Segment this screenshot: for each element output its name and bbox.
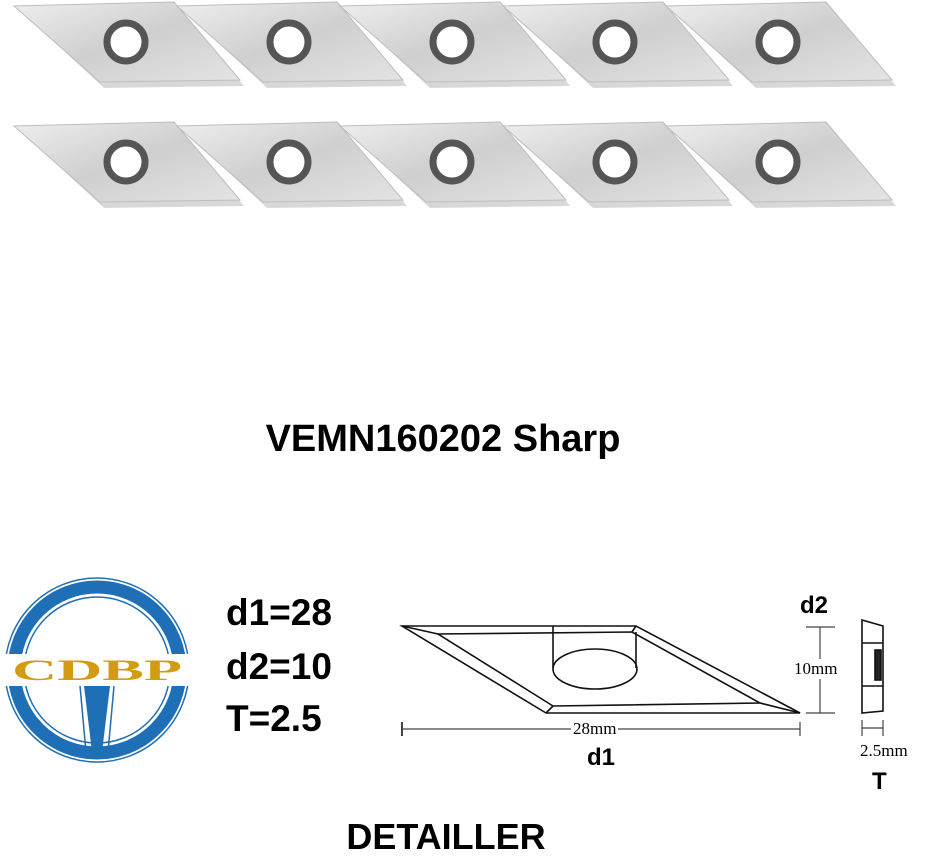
- d2-label: d2: [800, 592, 829, 619]
- insert-photo: [338, 121, 570, 208]
- insert-photo: [175, 1, 407, 88]
- insert-hole: [266, 19, 312, 65]
- insert-hole: [103, 139, 149, 185]
- insert-photo: [664, 121, 896, 208]
- insert-photo: [664, 1, 896, 88]
- spec-d1: d1=28: [226, 592, 332, 633]
- insert-hole: [266, 139, 312, 185]
- insert-hole: [429, 19, 475, 65]
- product-title: VEMN160202 Sharp: [265, 418, 621, 460]
- insert-hole: [429, 139, 475, 185]
- d2-value: 10mm: [792, 659, 840, 679]
- d1-value: 28mm: [571, 719, 619, 739]
- insert-photo: [175, 121, 407, 208]
- insert-hole: [592, 139, 638, 185]
- insert-product-photos: [12, 1, 896, 208]
- detail-heading: DETAILLER: [346, 816, 546, 857]
- cdbp-logo: CDBP: [2, 577, 192, 763]
- spec-t: T=2.5: [226, 698, 322, 739]
- insert-photo: [12, 1, 244, 88]
- d1-label: d1: [587, 744, 616, 771]
- insert-photo: [501, 1, 733, 88]
- t-value: 2.5mm: [858, 741, 910, 761]
- insert-hole: [755, 139, 801, 185]
- svg-text:CDBP: CDBP: [12, 654, 182, 687]
- insert-hole: [592, 19, 638, 65]
- insert-photo: [501, 121, 733, 208]
- insert-hole: [755, 19, 801, 65]
- insert-photo: [338, 1, 570, 88]
- insert-hole: [103, 19, 149, 65]
- insert-photo: [12, 121, 244, 208]
- spec-d2: d2=10: [226, 646, 332, 687]
- t-label: T: [872, 768, 887, 795]
